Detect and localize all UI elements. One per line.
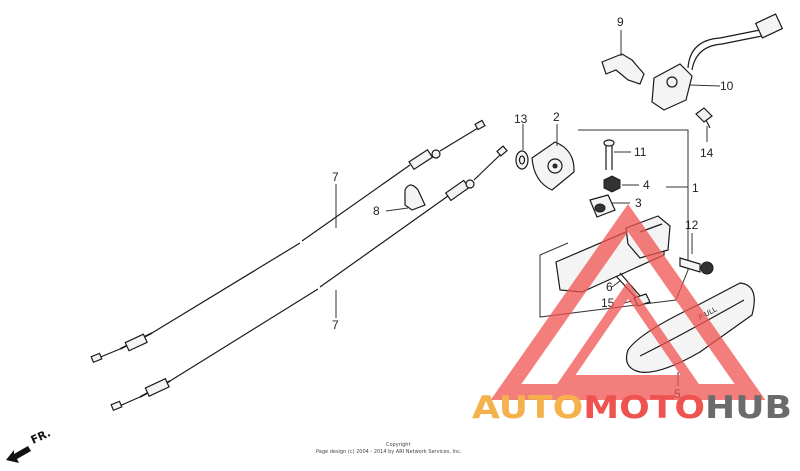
- callout-labels: 1 2 3 4 5 6 7 7 8 9 10 11 12 13 14 15: [332, 15, 734, 401]
- callout-1: 1: [692, 181, 699, 195]
- watermark-hub: HUB: [705, 390, 792, 426]
- leader-lines: [335, 30, 721, 386]
- copyright-line-2: Page design (c) 2004 - 2014 by ARI Netwo…: [316, 449, 462, 455]
- callout-7-upper: 7: [332, 170, 339, 184]
- watermark-auto: AUTO: [472, 390, 583, 426]
- pivot-bolt: [679, 257, 714, 275]
- bolt: [603, 139, 615, 170]
- callout-2: 2: [553, 110, 560, 124]
- callout-3: 3: [635, 196, 642, 210]
- bushing: [589, 194, 616, 218]
- callout-4: 4: [643, 178, 650, 192]
- watermark-triangle: [490, 204, 766, 400]
- front-arrow-icon: [6, 446, 31, 463]
- switch-bracket: [601, 53, 645, 85]
- screw: [695, 107, 713, 129]
- callout-11: 11: [634, 145, 647, 159]
- callout-7-lower: 7: [332, 318, 339, 332]
- watermark-logo: [490, 204, 766, 400]
- callout-8: 8: [373, 204, 380, 218]
- cable-drum: [531, 141, 575, 191]
- callout-14: 14: [700, 146, 714, 160]
- callout-6: 6: [606, 280, 613, 294]
- callout-9: 9: [617, 15, 624, 29]
- callout-13: 13: [514, 112, 528, 126]
- nut: [603, 175, 621, 193]
- switch-assembly: [651, 13, 784, 111]
- watermark-moto: MOTO: [583, 390, 705, 426]
- front-label: FR.: [29, 426, 53, 446]
- cable-clip: [404, 184, 426, 211]
- front-direction-indicator: FR.: [6, 426, 53, 463]
- assembly-frame: [539, 129, 689, 318]
- cable-lower: [110, 145, 508, 412]
- washer: [515, 150, 529, 170]
- callout-10: 10: [720, 79, 734, 93]
- cable-upper: [90, 119, 486, 364]
- callout-12: 12: [685, 218, 699, 232]
- copyright-line-1: Copyright: [386, 442, 410, 448]
